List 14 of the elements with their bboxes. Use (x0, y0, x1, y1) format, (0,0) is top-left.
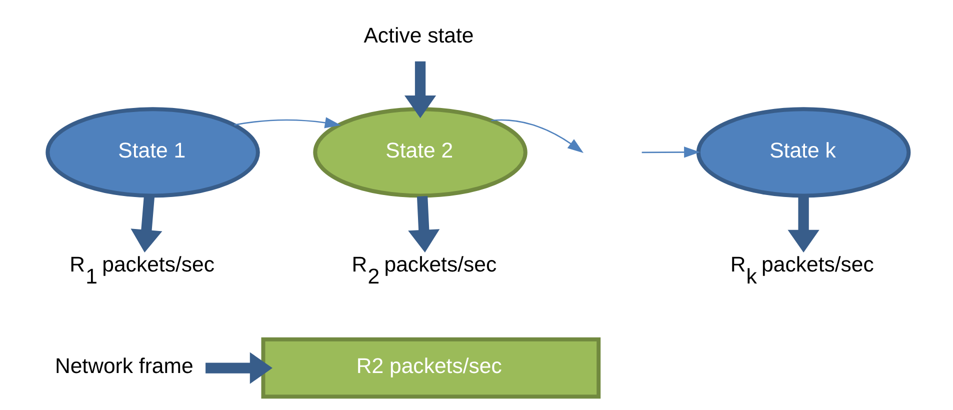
arrow (404, 61, 436, 118)
arrow (234, 117, 341, 128)
arrow (206, 352, 272, 384)
arrow (491, 119, 584, 154)
node-text: Active state (364, 23, 474, 48)
node-ellipse: State k (696, 107, 911, 198)
node-box: R2 packets/sec (261, 337, 601, 399)
arrow (788, 196, 820, 252)
arrow (130, 196, 162, 252)
node-text: Network frame (54, 354, 194, 378)
arrow (642, 146, 700, 158)
node-ellipse: State 1 (46, 107, 260, 198)
node-ellipse: State 2 (313, 107, 528, 198)
arrow (408, 196, 440, 252)
